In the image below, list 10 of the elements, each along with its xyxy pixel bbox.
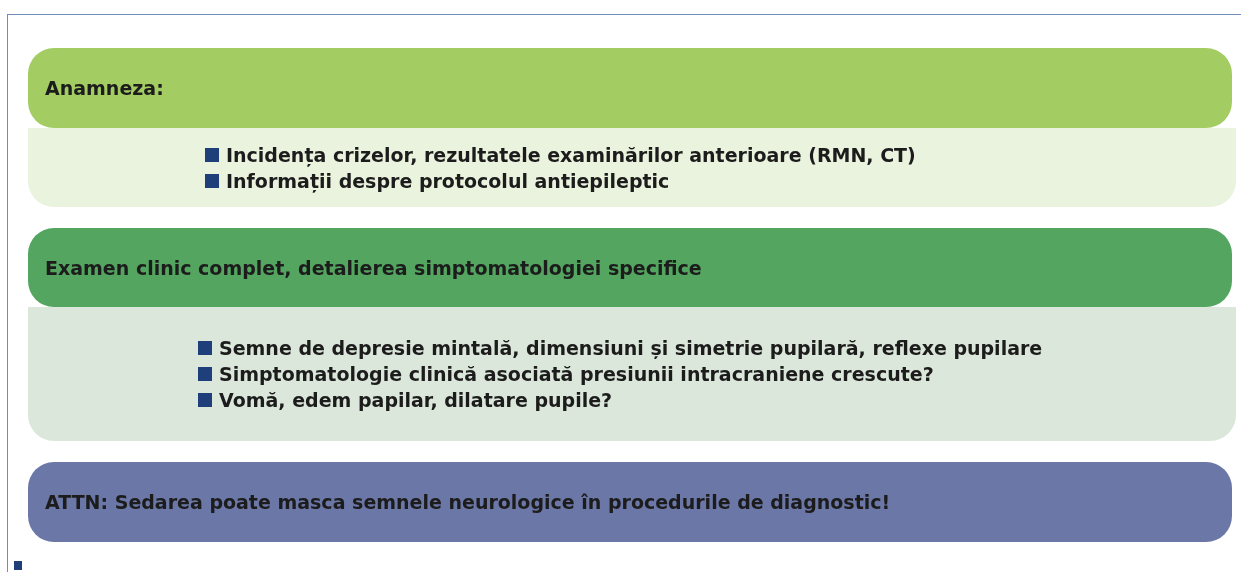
- content-panel: [28, 128, 1236, 207]
- bullet-text: Incidența crizelor, rezultatele examinărilor anterioare (RMN, CT): [226, 142, 916, 168]
- bullet-text: Informații despre protocolul antiepileptic: [226, 168, 670, 194]
- warning-banner: ATTN: Sedarea poate masca semnele neurologice în procedurile de diagnostic!: [28, 462, 1232, 542]
- content-panel: [28, 307, 1236, 441]
- section-header: Anamneza:: [28, 48, 1232, 128]
- bullet-text: Vomă, edem papilar, dilatare pupile?: [219, 388, 613, 413]
- bullet-text: Semne de depresie mintală, dimensiuni și simetrie pupilară, reflexe pupilare: [219, 336, 1043, 361]
- section-header: Examen clinic complet, detalierea simptomatologiei specifice: [28, 228, 1232, 307]
- bullet-text: Simptomatologie clinică asociată presiunii intracraniene crescute?: [219, 362, 934, 387]
